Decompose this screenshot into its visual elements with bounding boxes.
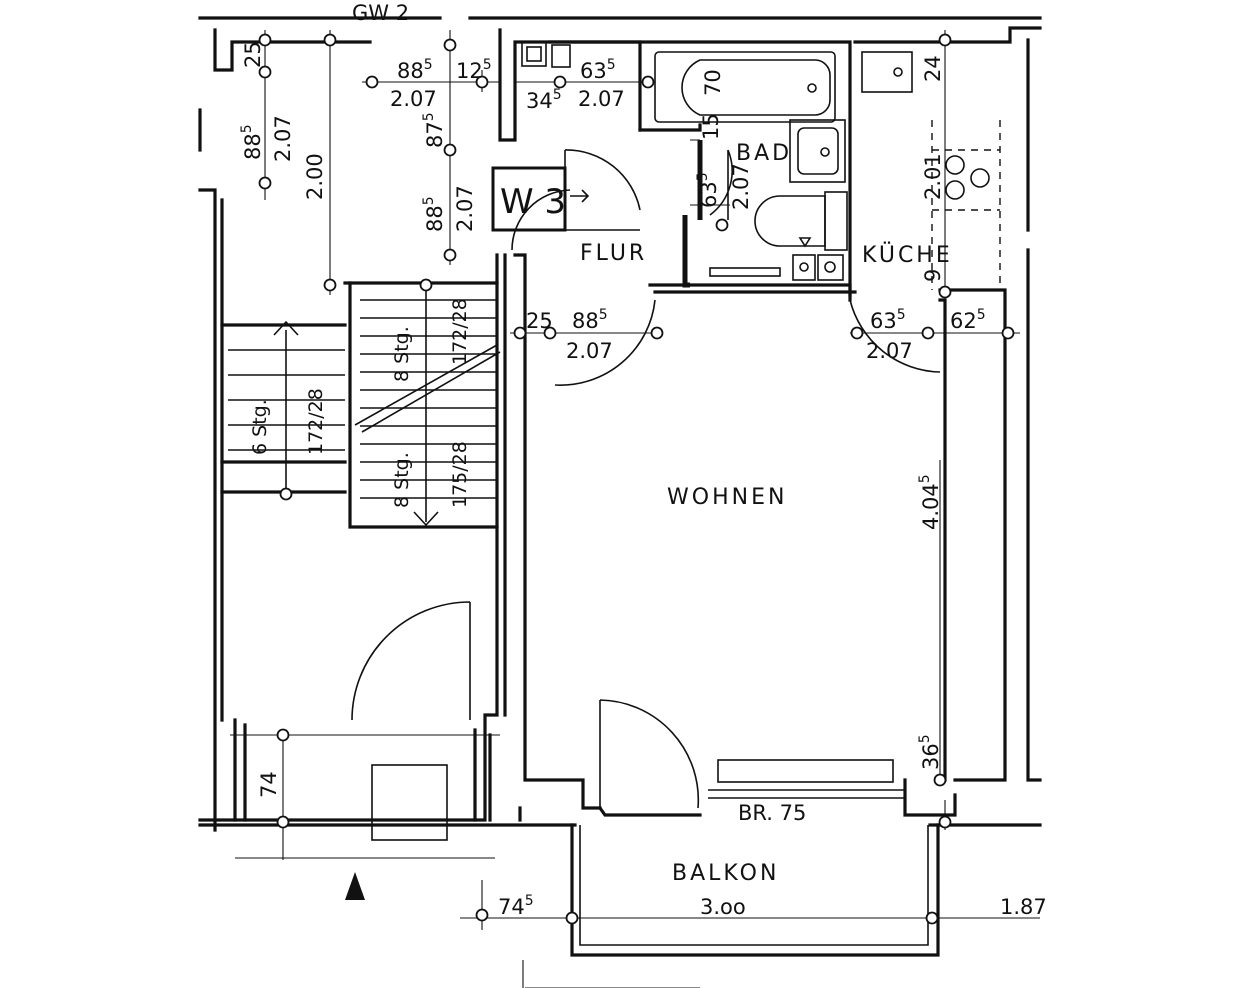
- dim-text: 2.07: [390, 87, 437, 111]
- dim-text: 4.045: [917, 474, 943, 530]
- stair-label: 8 Stg.: [391, 326, 413, 382]
- north-arrow-icon: [345, 872, 365, 900]
- dim-text: 625: [950, 307, 986, 333]
- stair-label: 172/28: [449, 298, 471, 365]
- dim-text: 885: [239, 124, 265, 160]
- door-mat: [371, 764, 448, 841]
- dim-text: 885: [572, 307, 608, 333]
- dim-text: 885: [397, 57, 433, 83]
- dim-text: 25: [241, 41, 265, 68]
- dim-text: 885: [421, 196, 447, 232]
- fixtures: [345, 41, 1001, 957]
- stairs: [228, 290, 501, 527]
- unit-tag: W 3: [500, 182, 566, 222]
- dim-text: 9: [921, 269, 945, 282]
- dim-text: 2.07: [453, 185, 477, 232]
- dim-text: 345: [526, 87, 562, 113]
- door-swings: [351, 149, 941, 809]
- dimension-text: 885 125 2.07 635 2.07 345 25 885 2.07 2.…: [239, 41, 1047, 919]
- room-label-wohnen: WOHNEN: [667, 485, 787, 510]
- dim-text: 2.07: [729, 163, 753, 210]
- dim-text: 2.07: [578, 87, 625, 111]
- wash-basin: [789, 119, 846, 183]
- dim-text: 3.oo: [700, 895, 746, 919]
- room-label-flur: FLUR: [580, 241, 647, 266]
- dim-text: 2.00: [303, 153, 327, 200]
- top-cut-label: GW 2: [352, 1, 409, 25]
- room-label-bad: BAD: [736, 141, 792, 166]
- dim-text: 125: [456, 57, 492, 83]
- balcony-outline: [570, 823, 940, 957]
- kitchen-sink: [861, 51, 913, 93]
- dim-text: 2.01: [921, 153, 945, 200]
- stove: [945, 155, 965, 175]
- dimension-nodes: [258, 33, 1015, 925]
- dim-text: 70: [701, 69, 725, 96]
- dim-text: 2.07: [866, 339, 913, 363]
- stair-label: 8 Stg.: [391, 452, 413, 508]
- dim-text: 1.87: [1000, 895, 1047, 919]
- window: [717, 759, 894, 783]
- bathtub: [654, 51, 836, 123]
- dim-text: 365: [917, 734, 943, 770]
- dim-text: 635: [695, 172, 721, 208]
- dim-text: 2.07: [566, 339, 613, 363]
- window-label: BR. 75: [738, 801, 806, 825]
- stair-label: 175/28: [449, 441, 471, 508]
- dim-text: 25: [526, 309, 553, 333]
- room-label-balkon: BALKON: [672, 861, 779, 886]
- dim-text: 635: [870, 307, 906, 333]
- stair-label: 172/28: [305, 388, 327, 455]
- dim-text: 24: [921, 55, 945, 82]
- toilet: [754, 195, 826, 247]
- dim-text: 74: [257, 771, 281, 798]
- arrow-right-icon: [570, 189, 590, 203]
- dim-text: 2.07: [271, 115, 295, 162]
- dim-text: 745: [498, 893, 534, 919]
- stair-label: 6 Stg.: [249, 399, 271, 455]
- dim-text: 635: [580, 57, 616, 83]
- dim-text: 15: [699, 113, 723, 140]
- room-label-kueche: KÜCHE: [862, 242, 953, 268]
- dim-text: 875: [421, 112, 447, 148]
